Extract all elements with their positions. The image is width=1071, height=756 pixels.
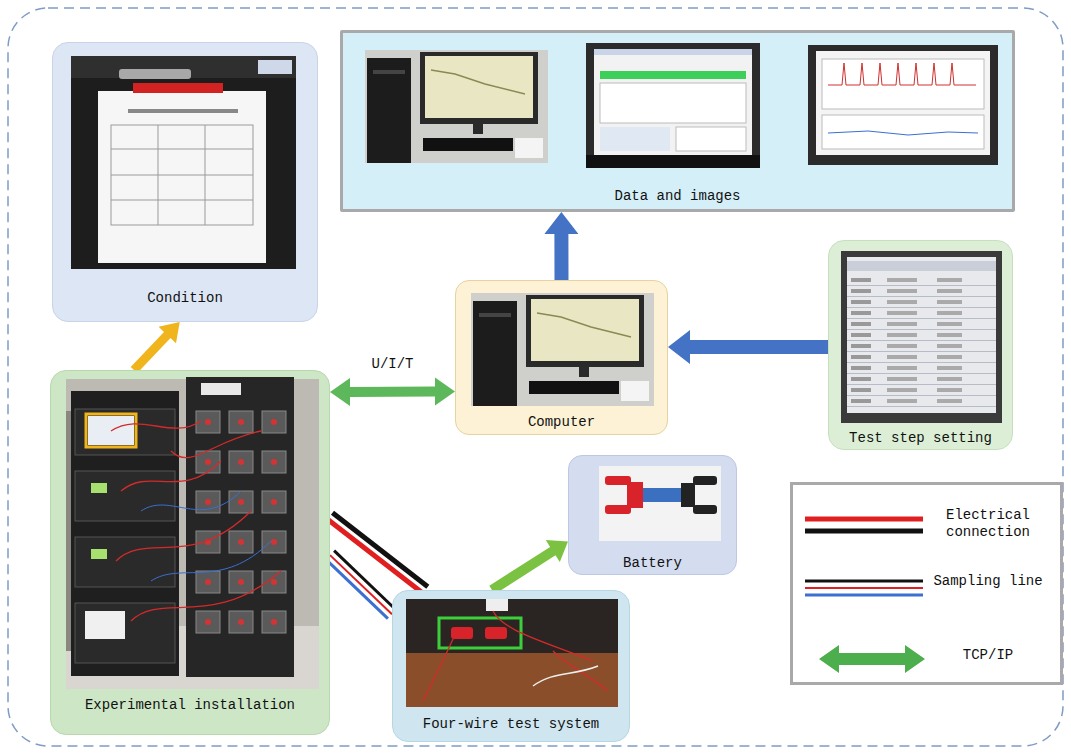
- image-panel: Test step setting: [828, 240, 1013, 450]
- panel-label: Computer: [528, 414, 595, 431]
- tcpip-arrow: [330, 378, 455, 406]
- panel-label: Test step setting: [849, 430, 992, 447]
- panel-label: Four-wire test system: [423, 716, 599, 733]
- image-panel: Data and images: [340, 30, 1015, 212]
- cabinet-photo: [53, 43, 319, 323]
- image-panel: Condition: [52, 42, 318, 322]
- tcpip-sample: [819, 645, 925, 673]
- legend-entry: Sampling line: [933, 573, 1043, 590]
- computer-photo: [365, 50, 548, 163]
- legend-box: Electrical connectionSampling lineTCP/IP: [790, 482, 1063, 685]
- legend-text: TCP/IP: [933, 647, 1043, 664]
- dashed-border: [8, 8, 1063, 746]
- legend-text: Sampling line: [933, 573, 1043, 590]
- image-panel: Battery: [568, 455, 737, 575]
- image-panel: Experimental installation: [50, 370, 330, 735]
- computer-photo: [456, 281, 669, 436]
- monitor-photo: [808, 45, 998, 165]
- image-panel: Computer: [455, 280, 668, 435]
- yellow-arrow: [131, 322, 180, 373]
- electrical-sample: [805, 519, 923, 531]
- legend-text: Electrical connection: [933, 507, 1043, 541]
- test-rack-photo: [51, 371, 331, 736]
- monitor-photo: [586, 43, 760, 168]
- image-panel: Four-wire test system: [392, 590, 630, 742]
- edge-label-holder: U/I/T: [369, 356, 415, 373]
- panel-label: Data and images: [614, 188, 740, 205]
- panel-label: Experimental installation: [85, 697, 295, 714]
- flow-arrow: [668, 330, 828, 364]
- panel-label: Condition: [147, 290, 223, 307]
- screen-photo: [829, 241, 1014, 451]
- sampling-sample: [805, 581, 923, 595]
- panel-label: Battery: [623, 555, 682, 572]
- legend-entry: Electrical connection: [933, 507, 1043, 541]
- flow-arrow: [544, 212, 578, 280]
- legend-entry: TCP/IP: [933, 647, 1043, 664]
- screenshot-photos: [343, 33, 1018, 215]
- signal-label: U/I/T: [369, 356, 415, 373]
- sampling-line: [326, 551, 396, 619]
- electrical-connection: [328, 513, 428, 593]
- green-arrow: [489, 540, 568, 594]
